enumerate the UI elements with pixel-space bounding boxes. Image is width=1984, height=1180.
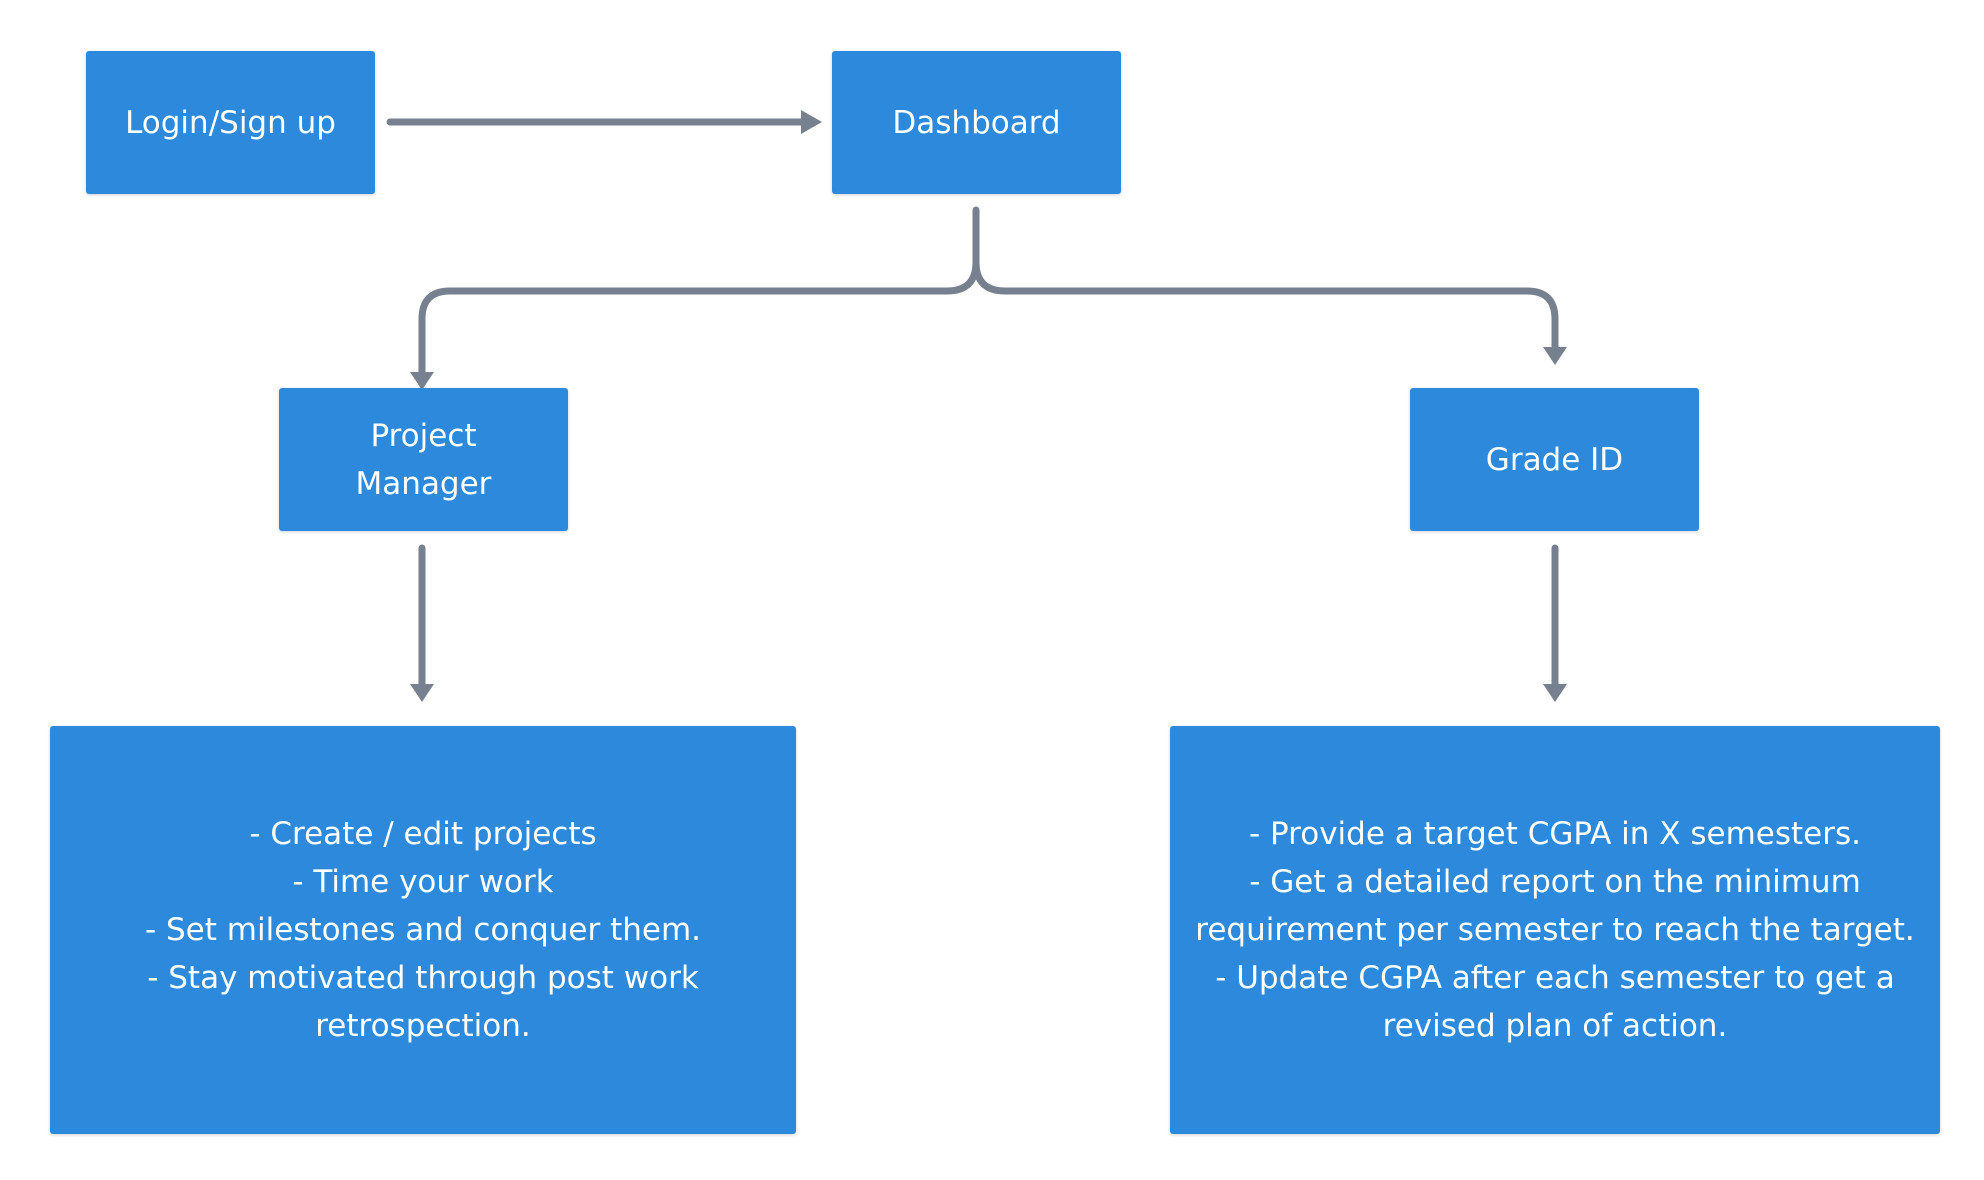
project-manager-details-node: - Create / edit projects - Time your wor… <box>50 726 796 1134</box>
dashboard-label: Dashboard <box>892 104 1061 141</box>
edge-dashboard-to-grade-id <box>972 258 1567 365</box>
details-line: retrospection. <box>315 1008 531 1044</box>
project-manager-details-text: - Create / edit projects - Time your wor… <box>145 810 701 1050</box>
project-manager-label: Project Manager <box>356 412 492 508</box>
login-signup-label: Login/Sign up <box>125 104 336 141</box>
details-line: - Update CGPA after each semester to get… <box>1215 960 1895 996</box>
edge-grade-id-to-details <box>1543 544 1567 702</box>
details-line: - Get a detailed report on the minimum <box>1249 864 1861 900</box>
details-line: - Time your work <box>292 864 554 900</box>
edge-login-to-dashboard <box>386 110 822 134</box>
project-manager-label-line: Manager <box>355 465 492 502</box>
edge-dashboard-to-project-manager <box>410 206 980 390</box>
project-manager-node: Project Manager <box>279 388 568 531</box>
details-line: revised plan of action. <box>1382 1008 1728 1044</box>
dashboard-node: Dashboard <box>832 51 1121 194</box>
details-line: - Create / edit projects <box>249 816 597 852</box>
details-line: - Stay motivated through post work <box>147 960 699 996</box>
grade-id-label: Grade ID <box>1485 441 1624 478</box>
grade-id-details-node: - Provide a target CGPA in X semesters. … <box>1170 726 1940 1134</box>
details-line: requirement per semester to reach the ta… <box>1195 912 1915 948</box>
grade-id-details-text: - Provide a target CGPA in X semesters. … <box>1195 810 1914 1050</box>
grade-id-node: Grade ID <box>1410 388 1699 531</box>
details-line: - Set milestones and conquer them. <box>144 912 702 948</box>
project-manager-label-line: Project <box>370 417 477 454</box>
edge-project-manager-to-details <box>410 544 434 702</box>
details-line: - Provide a target CGPA in X semesters. <box>1248 816 1861 852</box>
login-signup-node: Login/Sign up <box>86 51 375 194</box>
